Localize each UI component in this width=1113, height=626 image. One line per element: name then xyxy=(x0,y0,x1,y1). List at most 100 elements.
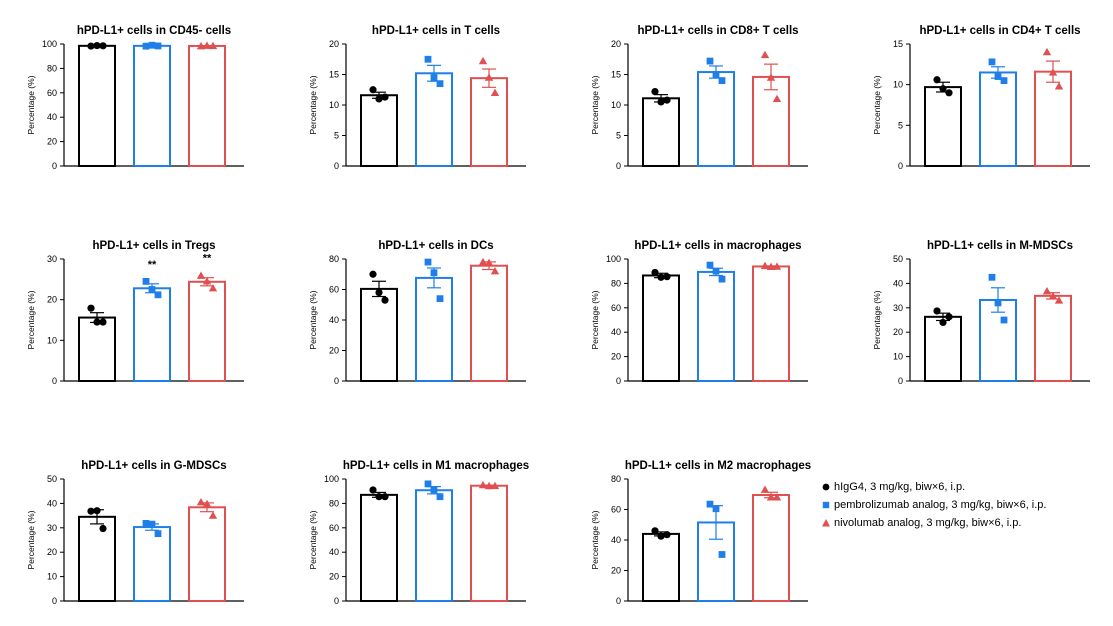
data-point xyxy=(202,41,212,49)
y-tick-label: 20 xyxy=(47,295,57,305)
y-tick-label: 20 xyxy=(329,39,339,49)
bar xyxy=(360,94,398,167)
legend-label: nivolumab analog, 3 mg/kg, biw×6, i.p. xyxy=(834,517,1022,529)
data-point xyxy=(381,296,389,304)
bar xyxy=(642,97,680,167)
data-point xyxy=(933,307,941,315)
bar xyxy=(470,264,508,382)
y-axis-label: Percentage (%) xyxy=(26,75,36,134)
bar xyxy=(78,316,116,382)
panel-title: hPD-L1+ cells in macrophages xyxy=(634,240,801,252)
data-point xyxy=(99,318,107,326)
panel-11: hPD-L1+ cells in M2 macrophagesPercentag… xyxy=(590,460,811,606)
data-point xyxy=(766,73,776,81)
data-point xyxy=(657,273,665,281)
data-point xyxy=(1042,287,1052,295)
legend-label: hIgG4, 3 mg/kg, biw×6, i.p. xyxy=(834,481,966,493)
data-point xyxy=(651,87,659,96)
y-tick-label: 10 xyxy=(47,572,57,582)
data-point xyxy=(142,42,150,50)
y-tick-label: 40 xyxy=(611,327,621,337)
bar xyxy=(188,280,226,383)
data-point xyxy=(988,273,996,281)
bar xyxy=(642,274,680,382)
data-point xyxy=(663,531,671,539)
y-tick-label: 100 xyxy=(324,474,339,484)
data-point xyxy=(718,275,726,283)
bar xyxy=(415,489,453,602)
bar xyxy=(1034,294,1072,382)
data-point xyxy=(772,94,782,103)
data-point xyxy=(436,295,444,303)
bar xyxy=(133,287,171,382)
data-point xyxy=(430,486,438,494)
significance-label: ** xyxy=(203,253,212,265)
data-point xyxy=(202,499,212,508)
data-point xyxy=(706,261,714,269)
bar xyxy=(752,494,790,603)
y-tick-label: 20 xyxy=(329,346,339,356)
data-point xyxy=(369,486,377,494)
data-point xyxy=(651,527,659,535)
y-tick-label: 80 xyxy=(329,254,339,264)
data-point xyxy=(1042,47,1052,56)
data-point xyxy=(430,74,438,81)
data-point xyxy=(148,286,156,293)
y-axis-label: Percentage (%) xyxy=(590,75,600,134)
panel-title: hPD-L1+ cells in M2 macrophages xyxy=(625,460,811,472)
y-axis-label: Percentage (%) xyxy=(26,290,36,349)
bar xyxy=(979,71,1017,167)
y-tick-label: 30 xyxy=(47,254,57,264)
data-point xyxy=(99,42,107,50)
panel-title: hPD-L1+ cells in M1 macrophages xyxy=(343,460,529,472)
y-tick-label: 0 xyxy=(334,596,339,606)
bar xyxy=(415,72,453,167)
y-tick-label: 10 xyxy=(893,352,903,362)
data-point xyxy=(657,532,665,540)
data-point xyxy=(760,485,770,493)
bar xyxy=(642,532,680,603)
data-point xyxy=(142,520,150,527)
data-point xyxy=(369,86,377,94)
y-tick-label: 40 xyxy=(329,315,339,325)
bar xyxy=(360,493,398,602)
data-point xyxy=(490,267,500,275)
bar xyxy=(752,265,790,382)
panel-title: hPD-L1+ cells in M-MDSCs xyxy=(927,240,1073,252)
data-point xyxy=(148,41,156,49)
data-point xyxy=(87,304,95,312)
legend-item: hIgG4, 3 mg/kg, biw×6, i.p. xyxy=(818,478,1046,496)
data-point xyxy=(148,520,156,528)
y-tick-label: 0 xyxy=(898,161,903,171)
data-point xyxy=(1000,316,1008,324)
y-tick-label: 20 xyxy=(893,327,903,337)
data-point xyxy=(430,269,438,277)
data-point xyxy=(87,42,95,50)
y-tick-label: 40 xyxy=(611,535,621,545)
legend-label: pembrolizumab analog, 3 mg/kg, biw×6, i.… xyxy=(834,499,1047,511)
panel-10: hPD-L1+ cells in M1 macrophagesPercentag… xyxy=(308,460,529,606)
bar xyxy=(415,276,453,382)
data-point xyxy=(196,271,206,279)
data-point xyxy=(375,95,383,103)
data-point xyxy=(490,481,500,490)
y-tick-label: 0 xyxy=(52,161,57,171)
data-point xyxy=(93,318,101,326)
data-point xyxy=(381,493,389,501)
data-point xyxy=(490,88,500,96)
y-tick-label: 15 xyxy=(611,70,621,80)
data-point xyxy=(945,89,953,97)
y-tick-label: 10 xyxy=(611,100,621,110)
data-point xyxy=(375,493,383,501)
y-tick-label: 40 xyxy=(329,547,339,557)
y-tick-label: 60 xyxy=(611,505,621,515)
panel-title: hPD-L1+ cells in CD8+ T cells xyxy=(637,25,798,37)
y-tick-label: 0 xyxy=(616,161,621,171)
data-point xyxy=(436,80,444,88)
y-tick-label: 80 xyxy=(329,498,339,508)
data-point xyxy=(424,55,432,63)
